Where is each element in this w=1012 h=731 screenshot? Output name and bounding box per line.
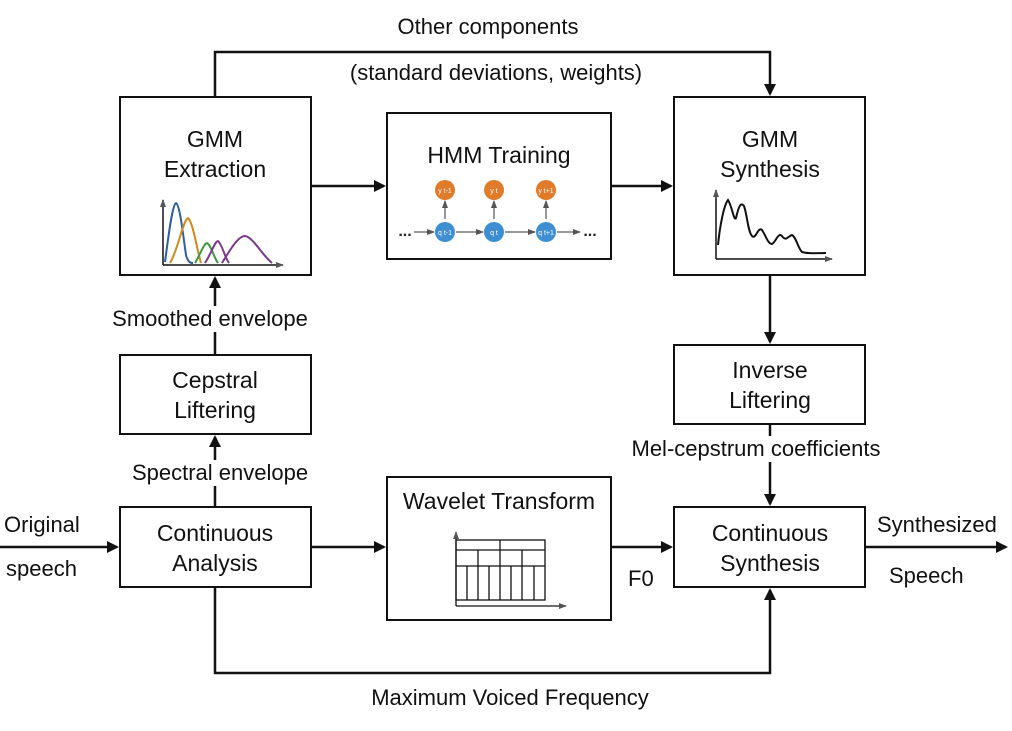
spectral-envelope-label: Spectral envelope bbox=[129, 460, 311, 486]
smoothed-envelope-label: Smoothed envelope bbox=[110, 306, 310, 332]
mel-cepstrum-label: Mel-cepstrum coefficients bbox=[629, 436, 883, 462]
hmm-state-node bbox=[484, 222, 504, 242]
hmm-state-label: q t bbox=[490, 230, 498, 237]
synthesized-speech-label-line2: Speech bbox=[889, 563, 964, 588]
hmm-training-title: HMM Training bbox=[427, 142, 571, 168]
wavelet-tiling-plot bbox=[453, 531, 567, 609]
other-components-sublabel: (standard deviations, weights) bbox=[349, 60, 643, 85]
hmm-state-label: q t+1 bbox=[538, 230, 554, 237]
continuous-synthesis-box bbox=[673, 506, 866, 588]
hmm-obs-label: y t-1 bbox=[438, 188, 452, 195]
hmm-state-node bbox=[435, 222, 455, 242]
f0-label: F0 bbox=[628, 566, 654, 591]
hmm-ellipsis-right: ... bbox=[583, 223, 596, 240]
hmm-obs-label: y t+1 bbox=[538, 188, 553, 195]
original-speech-label-line2: speech bbox=[6, 556, 77, 581]
synthesized-speech-label-line1: Synthesized bbox=[877, 512, 997, 537]
gmm-synthesis-plot bbox=[713, 189, 833, 262]
hmm-observation-node bbox=[435, 180, 455, 200]
wavelet-transform-title: Wavelet Transform bbox=[402, 488, 596, 514]
wavelet-transform-box bbox=[386, 476, 612, 621]
max-voiced-frequency-label: Maximum Voiced Frequency bbox=[371, 685, 649, 710]
arrow-other-components bbox=[213, 50, 776, 97]
gmm-extraction-box bbox=[119, 96, 312, 276]
gmm-extraction-plot bbox=[160, 199, 284, 268]
hmm-chain: y t-1 y t y t+1 q t-1 q t q t+1 ... ... bbox=[398, 180, 597, 242]
arrow-max-voiced-frequency bbox=[213, 587, 776, 675]
gmm-synthesis-box bbox=[673, 96, 866, 276]
cepstral-liftering-box bbox=[119, 354, 312, 435]
hmm-observation-node bbox=[536, 180, 556, 200]
original-speech-label-line1: Original bbox=[4, 512, 80, 537]
other-components-label: Other components bbox=[397, 14, 579, 39]
hmm-state-label: q t-1 bbox=[438, 230, 452, 237]
continuous-analysis-box bbox=[119, 506, 312, 588]
hmm-observation-node bbox=[484, 180, 504, 200]
hmm-state-node bbox=[536, 222, 556, 242]
hmm-ellipsis-left: ... bbox=[398, 223, 411, 240]
hmm-obs-label: y t bbox=[490, 188, 497, 195]
